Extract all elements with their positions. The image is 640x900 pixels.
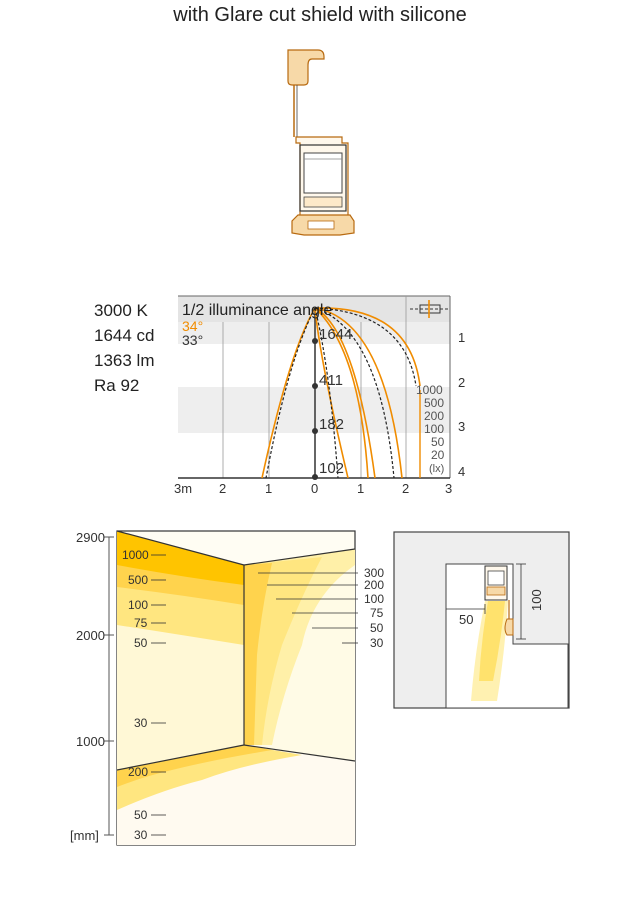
y-tick-1: 1	[458, 330, 465, 345]
x-tick-3-right: 3	[445, 481, 452, 496]
illuminance-diagram: 1/2 illuminance angle 34° 33° 1644 411 1…	[174, 295, 465, 496]
mounting-section-detail: 100 50	[393, 531, 570, 709]
angle-black: 33°	[182, 332, 203, 348]
lx-value-1000: 1000	[416, 383, 443, 397]
y-tick-2: 2	[458, 375, 465, 390]
wall-right-label-50: 50	[370, 621, 384, 635]
x-tick-3m: 3m	[174, 481, 192, 496]
center-value-2: 411	[319, 372, 343, 389]
x-tick-2-right: 2	[402, 481, 409, 496]
spec-cri: Ra 92	[94, 376, 140, 395]
wall-label-100: 100	[128, 598, 148, 612]
height-tick-2000: 2000	[76, 628, 105, 643]
y-tick-4: 4	[458, 464, 465, 479]
wall-label-50: 50	[134, 636, 148, 650]
lx-unit: (lx)	[429, 463, 444, 475]
height-tick-2900: 2900	[76, 530, 105, 545]
lx-value-20: 20	[431, 448, 445, 462]
center-value-1: 1644	[319, 326, 352, 343]
height-unit: [mm]	[70, 828, 99, 843]
spec-flux: 1363 lm	[94, 351, 155, 370]
dimension-vertical: 100	[529, 589, 544, 611]
lx-value-500: 500	[424, 396, 444, 410]
wall-right-label-200: 200	[364, 578, 384, 592]
dimension-horizontal: 50	[459, 612, 473, 627]
floor-label-30: 30	[134, 828, 148, 842]
illuminance-heading: 1/2 illuminance angle	[182, 302, 332, 319]
lx-value-100: 100	[424, 422, 444, 436]
profile-drawing	[287, 49, 355, 236]
spec-cct: 3000 K	[94, 301, 148, 320]
floor-label-200: 200	[128, 765, 148, 779]
room-illuminance-view: 2900 2000 1000 [mm] 1000 500 100 75 50 3…	[70, 530, 384, 846]
x-tick-0: 0	[311, 481, 318, 496]
x-tick-1-right: 1	[357, 481, 364, 496]
wall-right-label-300: 300	[364, 566, 384, 580]
x-tick-1-left: 1	[265, 481, 272, 496]
wall-right-label-75: 75	[370, 606, 384, 620]
floor-label-50: 50	[134, 808, 148, 822]
lx-value-50: 50	[431, 435, 445, 449]
wall-right-label-30: 30	[370, 636, 384, 650]
wall-label-75: 75	[134, 616, 148, 630]
wall-label-1000: 1000	[122, 548, 149, 562]
spec-intensity: 1644 cd	[94, 326, 155, 345]
lx-value-200: 200	[424, 409, 444, 423]
y-tick-3: 3	[458, 419, 465, 434]
wall-label-500: 500	[128, 573, 148, 587]
wall-label-30: 30	[134, 716, 148, 730]
center-value-3: 182	[319, 416, 344, 433]
page-title: with Glare cut shield with silicone	[173, 4, 467, 26]
wall-right-label-100: 100	[364, 592, 384, 606]
center-value-4: 102	[319, 460, 344, 477]
x-tick-2-left: 2	[219, 481, 226, 496]
angle-orange: 34°	[182, 318, 203, 334]
height-tick-1000: 1000	[76, 734, 105, 749]
spec-list: 3000 K 1644 cd 1363 lm Ra 92	[94, 298, 155, 398]
